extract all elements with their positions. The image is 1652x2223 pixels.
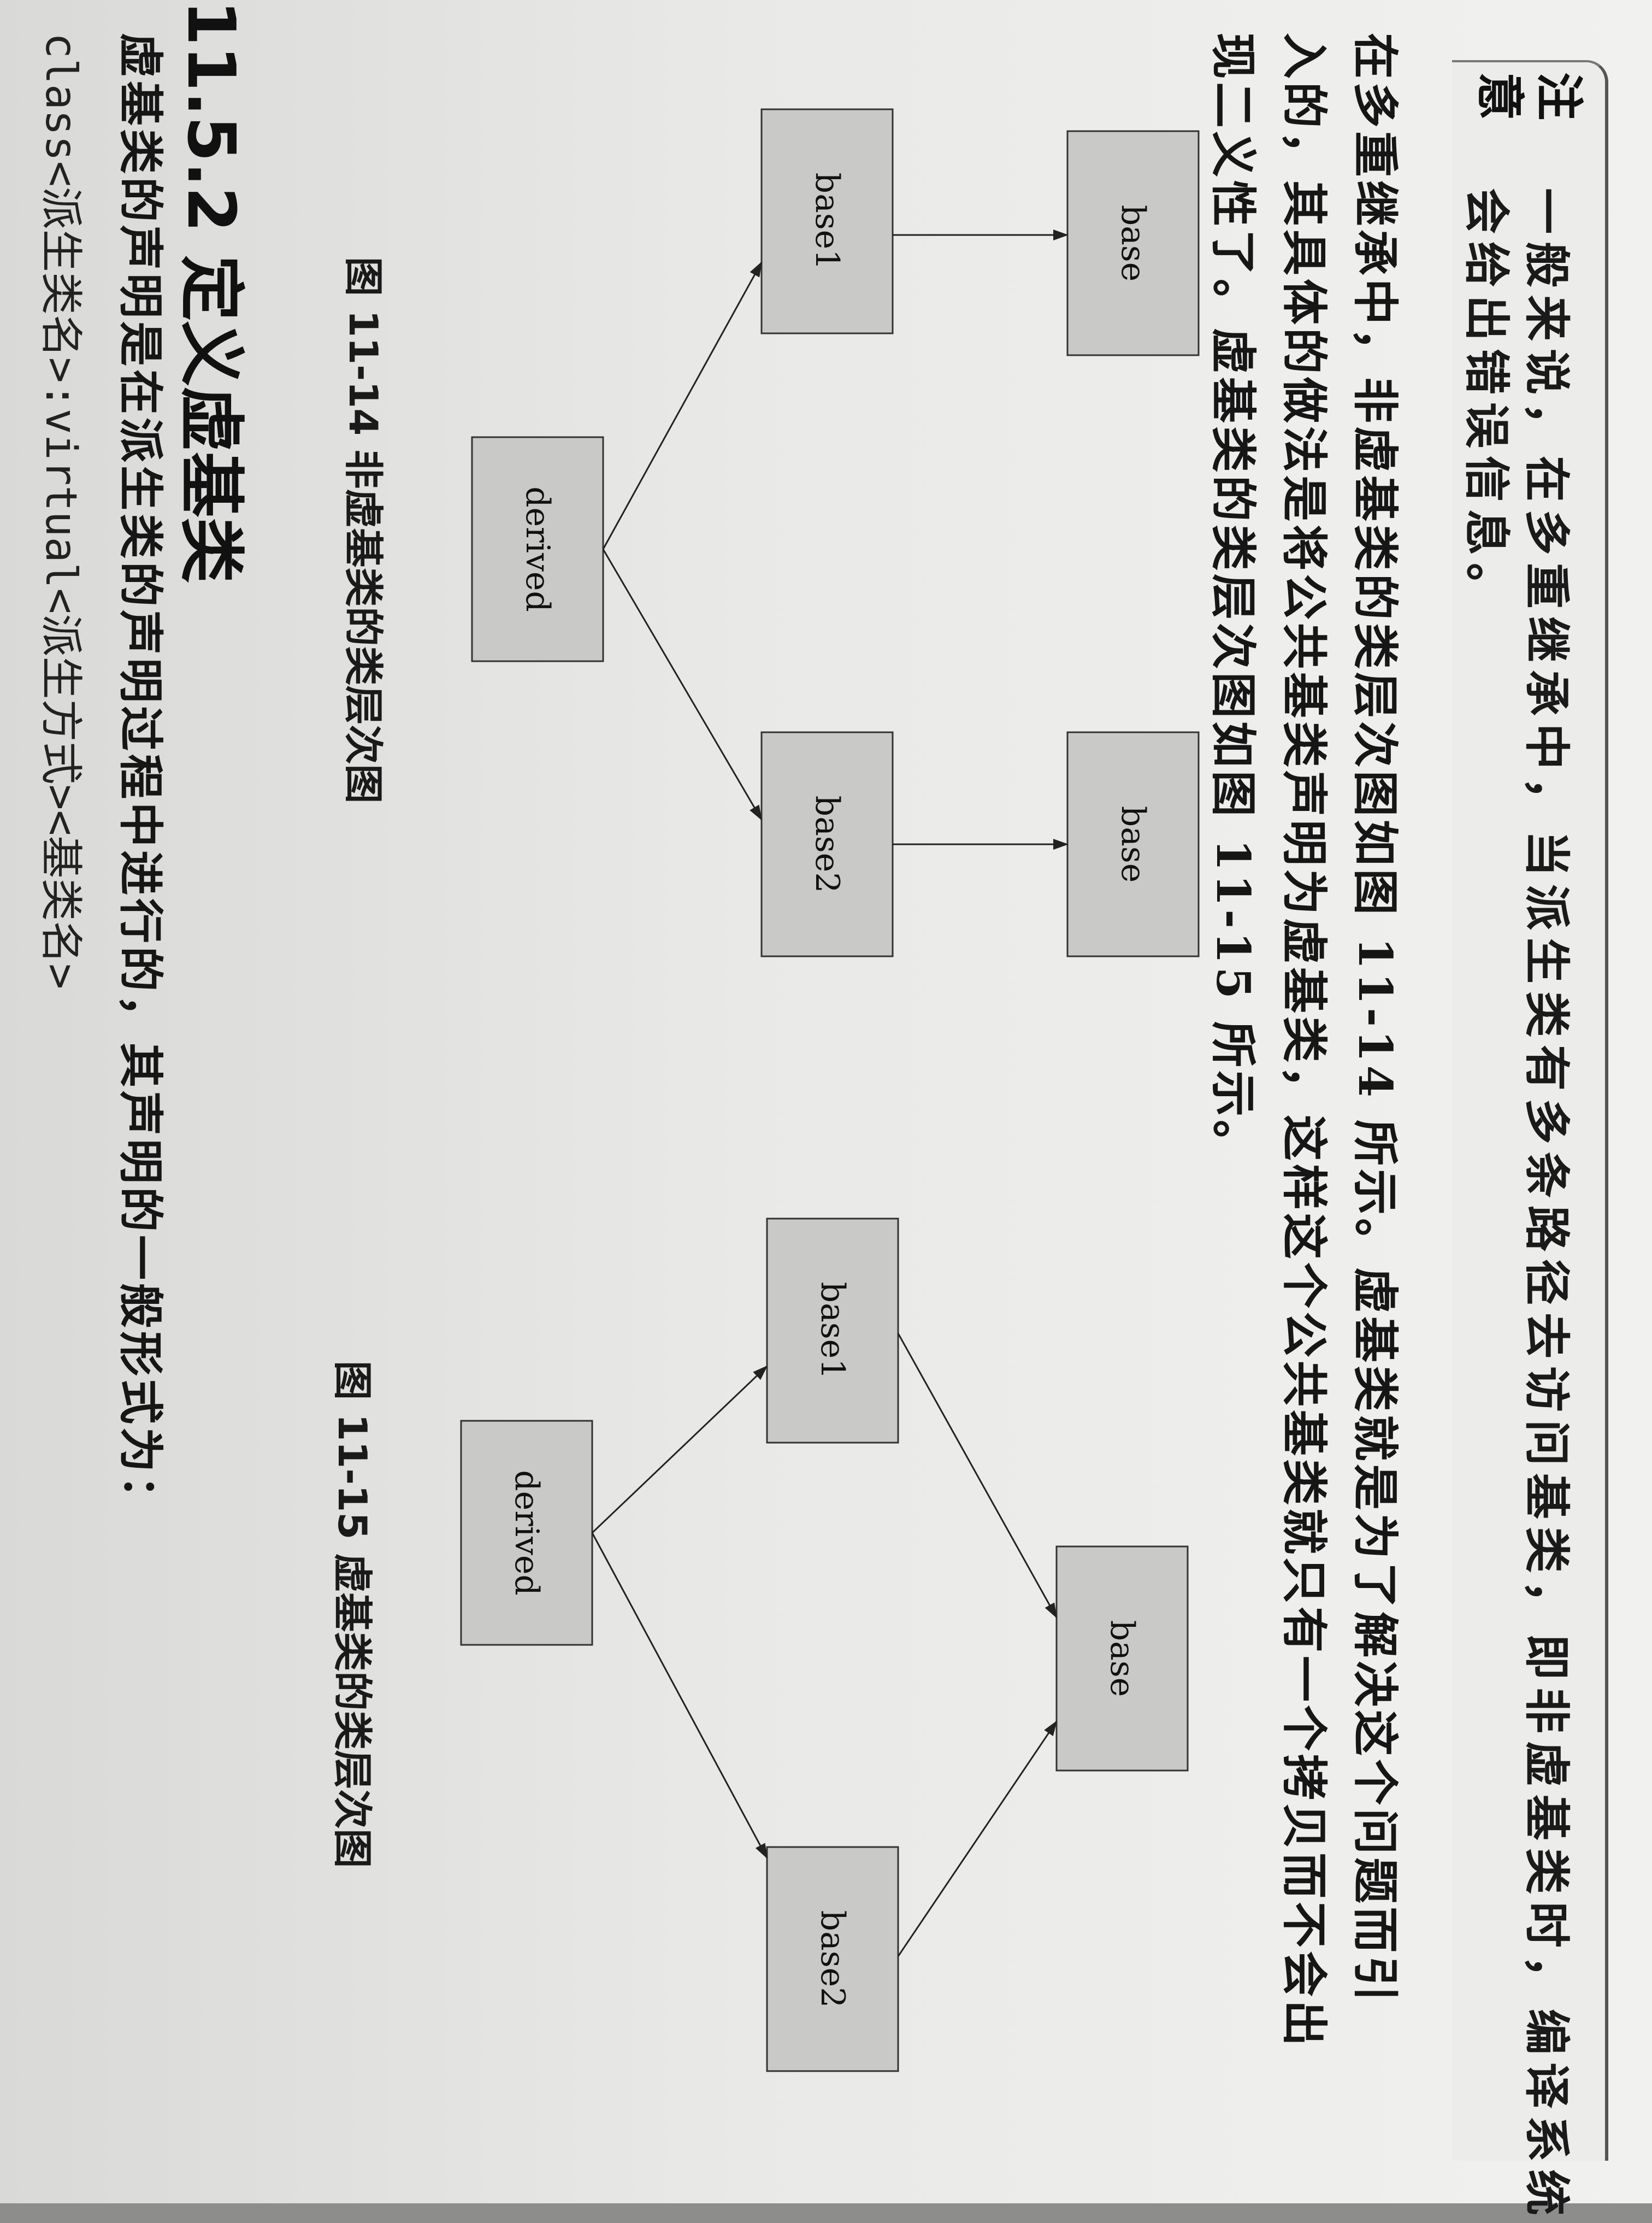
fig15-arrow-derived-base2 [591,1532,768,1859]
fig15-arrow-derived-base1 [591,1365,768,1534]
code-line: class<派生类名>:virtual<派生方式><基类名> [36,33,85,990]
fig14-base1-label: base1 [808,173,846,270]
fig14-base-a-box [1066,130,1200,356]
fig14-derived-label: derived [518,486,557,612]
figure-11-14: derived base1 base2 base base [471,108,1200,957]
fig15-arrow-base2-base [897,1720,1058,1957]
fig15-base2-box [766,1846,899,2072]
fig15-base-box [1055,1545,1189,1772]
fig14-base2-label: base2 [808,796,846,893]
fig15-arrow-base1-base [897,1333,1058,1619]
section-heading: 11.5.2 定义虚基类 [173,0,249,583]
figure-11-15-caption: 图 11-15 虚基类的类层次图 [329,1361,375,1868]
fig14-base1-box [760,108,894,334]
fig15-base2-label: base2 [813,1910,852,2008]
figure-11-14-caption: 图 11-14 非虚基类的类层次图 [340,257,386,804]
fig15-base1-label: base1 [813,1282,852,1380]
fig14-base-a-label: base [1114,205,1152,281]
fig15-base1-box [766,1218,899,1444]
fig15-base-label: base [1103,1620,1141,1697]
fig14-arrow-derived-base1 [602,261,763,550]
fig15-derived-label: derived [508,1470,546,1596]
section-body: 虚基类的声明是在派生类的声明过程中进行的，其声明的一般形式为： [114,33,167,1524]
figure-11-15: derived base1 base2 base [460,1218,1189,2072]
fig14-base-b-label: base [1114,806,1152,883]
fig14-arrow-derived-base2 [602,549,763,821]
